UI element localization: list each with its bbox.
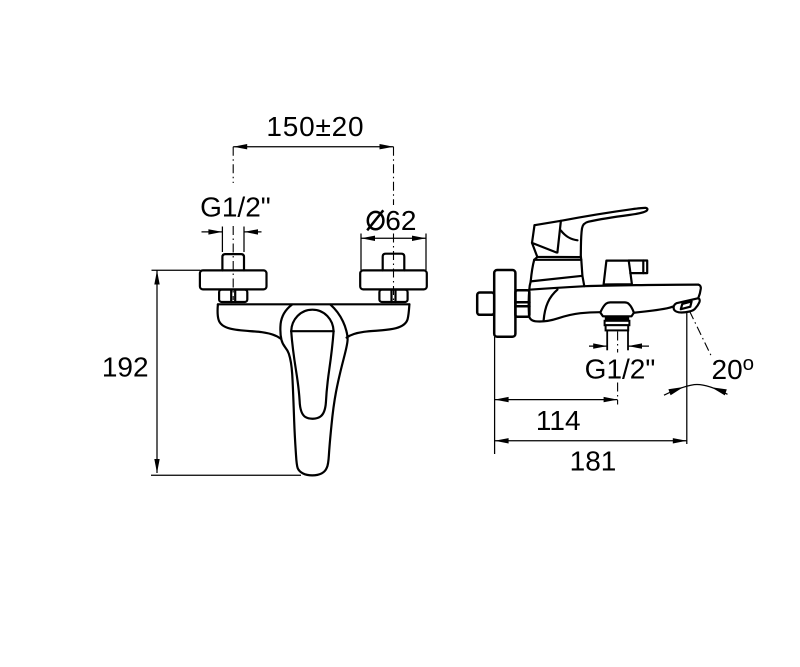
svg-text:114: 114 xyxy=(536,405,581,436)
svg-text:G1/2": G1/2" xyxy=(585,354,656,385)
svg-text:G1/2": G1/2" xyxy=(200,191,271,222)
svg-text:192: 192 xyxy=(102,352,149,383)
svg-text:62: 62 xyxy=(385,205,416,236)
svg-text:20o: 20o xyxy=(712,352,755,385)
svg-text:150±20: 150±20 xyxy=(266,111,364,142)
svg-text:181: 181 xyxy=(570,446,617,477)
